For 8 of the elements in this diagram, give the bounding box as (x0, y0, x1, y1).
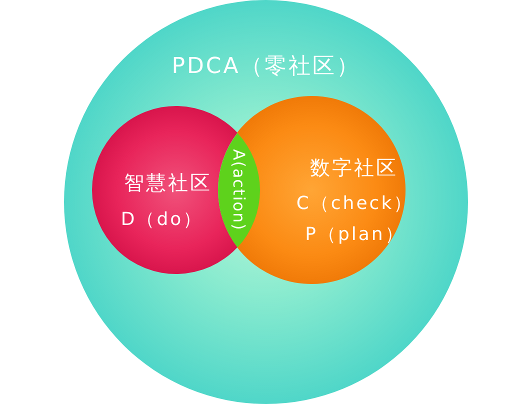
heading: 智慧社区 (124, 170, 212, 196)
outer-circle (64, 0, 468, 404)
heading: 数字社区 (310, 154, 398, 182)
title: PDCA（零社区） (172, 53, 360, 81)
label: A(action) (230, 149, 248, 231)
label: D（do） (120, 208, 204, 231)
label: P（plan） (305, 223, 405, 246)
label: C（check） (296, 192, 414, 215)
